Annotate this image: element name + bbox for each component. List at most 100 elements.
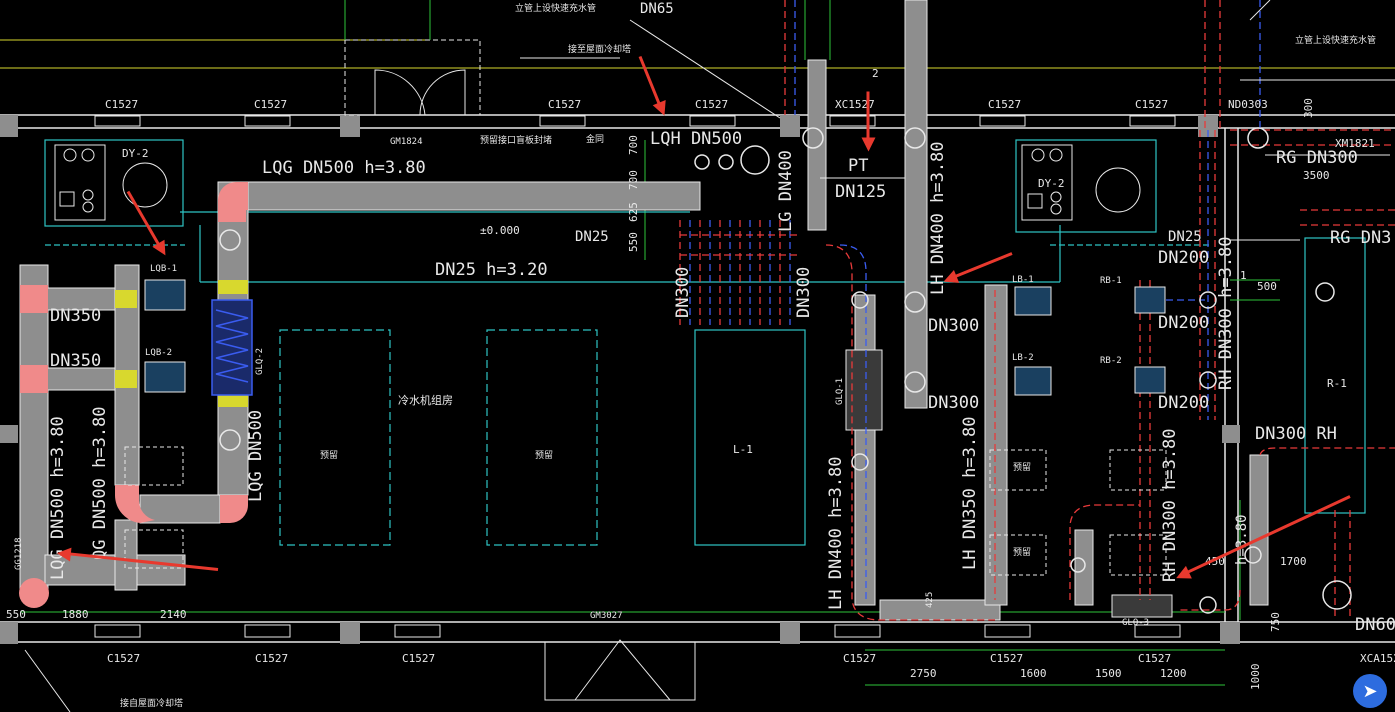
dim-label: 3500 [1303, 169, 1330, 182]
pipe-label: DN300 [673, 266, 693, 318]
window-label: C1527 [107, 652, 141, 665]
pipe-label: DN300 [794, 266, 814, 318]
dim-label: 550 [627, 232, 640, 252]
window-label: C1527 [548, 98, 582, 111]
note-riser-left: 立管上设快速充水管 [515, 4, 597, 14]
door-label-bottom: GM3027 [590, 611, 623, 621]
dim-label: 2750 [910, 667, 937, 680]
equip-label: GLQ-2 [255, 347, 265, 375]
dy-units [54, 144, 1141, 221]
dim-label: 1000 [1249, 663, 1262, 691]
pipe-label: RG DN3 [1330, 228, 1392, 248]
equip-label: RB-2 [1100, 356, 1122, 366]
window-label: C1527 [254, 98, 288, 111]
equip-label: LB-2 [1012, 353, 1034, 363]
note-to-roof: 接至屋面冷却塔 [568, 45, 632, 55]
dim-label: 1 [1240, 269, 1247, 282]
equip-label: RB-1 [1100, 276, 1122, 286]
dn65-label: DN65 [640, 1, 674, 17]
equip-label: GG1218 [14, 537, 24, 570]
pipe-label: DN25 [1168, 229, 1202, 245]
pipe-label: LQG DN500 [246, 409, 266, 502]
doors [344, 39, 696, 701]
dim-label: 2140 [160, 608, 187, 621]
glq-filters [845, 349, 1173, 618]
building-outline [0, 39, 1395, 643]
equip-label: LQB-1 [150, 264, 178, 274]
glq2-filter [211, 299, 253, 396]
structural-columns [0, 115, 1240, 644]
reserve-label-4: 预留 [1013, 548, 1032, 558]
pipe-label: DN25 h=3.20 [435, 260, 548, 280]
equip-label: R-1 [1327, 377, 1347, 390]
window-marks [94, 115, 1181, 638]
pipe-label: DN60 [1355, 615, 1395, 635]
pipe-label: RH DN300 h=3.80 [1216, 236, 1236, 390]
pipe-label: DN200 [1158, 313, 1210, 333]
reserve-label-2: 预留 [535, 451, 554, 461]
window-label: XCA152 [1360, 652, 1395, 665]
pipe-label: PT [848, 156, 869, 176]
valve-circles [219, 127, 1352, 614]
pumps [124, 279, 1167, 576]
equip-label: DY-2 [122, 147, 149, 160]
dim-label: 625 [627, 202, 640, 222]
window-label: C1527 [255, 652, 289, 665]
note-reserve-blind: 预留接口盲板封堵 [480, 136, 553, 146]
window-label: ND0303 [1228, 98, 1268, 111]
annotation-arrow [866, 91, 870, 140]
pipe-label: DN200 [1158, 393, 1210, 413]
dashed-pipes [679, 0, 1395, 621]
pipe-label: DN125 [835, 182, 887, 202]
compass-icon[interactable]: ➤ [1353, 674, 1387, 708]
window-label: XC1527 [835, 98, 875, 111]
equip-label: LQB-2 [145, 348, 173, 358]
pipe-label: LG DN400 [776, 150, 796, 232]
dim-label: 550 [6, 608, 26, 621]
reserve-label-1: 预留 [320, 451, 339, 461]
pipe-label: LH DN400 h=3.80 [826, 456, 846, 610]
note-valve: 金同 [586, 135, 605, 145]
pink-elbows [19, 182, 248, 608]
flanges [115, 280, 248, 407]
equip-label: GLQ-3 [1122, 618, 1150, 628]
dim-label: 700 [627, 135, 640, 155]
pipe-label: DN300 [928, 316, 980, 336]
leader-lines [24, 0, 1395, 712]
equip-label: DY-2 [1038, 177, 1065, 190]
pipe-label: DN350 [50, 306, 102, 326]
equip-label: LB-1 [1012, 275, 1034, 285]
dim-label: 1200 [1160, 667, 1187, 680]
equip-label: L-1 [733, 443, 753, 456]
window-label: C1527 [1135, 98, 1169, 111]
pipe-label: DN200 [1158, 248, 1210, 268]
dim-label: 1880 [62, 608, 89, 621]
window-label: C1527 [990, 652, 1024, 665]
door-label-top: GM1824 [390, 137, 423, 147]
datum-label: ±0.000 [480, 224, 520, 237]
window-label: C1527 [402, 652, 436, 665]
dim-label: 425 [925, 591, 935, 608]
dim-label: 300 [1302, 98, 1315, 118]
window-label: C1527 [843, 652, 877, 665]
window-label: C1527 [105, 98, 139, 111]
pipe-label: LQH DN500 [650, 129, 743, 149]
dim-label: 1500 [1095, 667, 1122, 680]
pipe-label: LH DN400 h=3.80 [928, 141, 948, 295]
dim-label: 450 [1205, 555, 1225, 568]
pipe-label: h=3.80 [1234, 514, 1250, 565]
pipe-label: LQG DN500 h=3.80 [262, 158, 426, 178]
dim-label: 500 [1257, 280, 1277, 293]
dim-label: 750 [1269, 612, 1282, 632]
pipe-label: DN300 [928, 393, 980, 413]
dim-label: 1600 [1020, 667, 1047, 680]
grid-lines [20, 0, 1280, 686]
pipe-label: DN300 RH [1255, 424, 1337, 444]
note-riser-right: 立管上设快速充水管 [1295, 36, 1377, 46]
pipe-label: RG DN300 [1276, 148, 1358, 168]
window-label: C1527 [1138, 652, 1172, 665]
equip-label: GLQ-1 [835, 377, 845, 405]
window-label: C1527 [695, 98, 729, 111]
